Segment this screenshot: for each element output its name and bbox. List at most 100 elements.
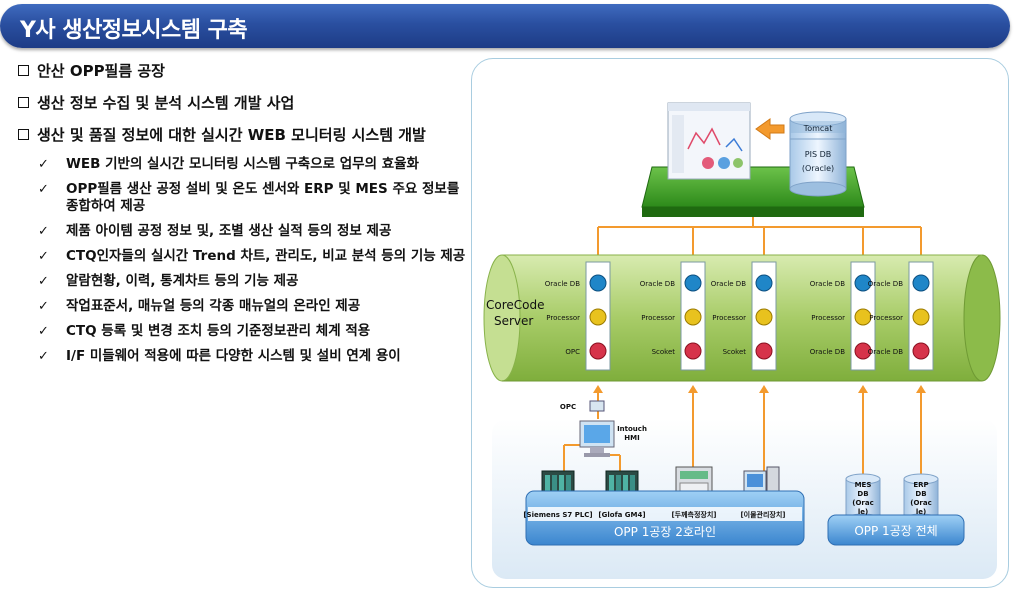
corecode-bus — [483, 254, 1001, 382]
opc-server-icon — [589, 400, 605, 412]
corecode-server-label: Server — [494, 314, 533, 328]
checkbox-bullet-icon — [18, 65, 29, 76]
check-icon: ✓ — [38, 224, 49, 239]
bullet-item: 생산 정보 수집 및 분석 시스템 개발 사업 — [18, 94, 468, 112]
check-item: ✓ I/F 미들웨어 적용에 따른 다양한 시스템 및 설비 연계 용이 — [38, 348, 468, 365]
module-3-row1: Oracle DB — [711, 280, 746, 288]
module-5-row3: Oracle DB — [868, 348, 903, 356]
pis-db-label: PIS DB — [805, 150, 831, 159]
tomcat-label: Tomcat — [803, 124, 833, 133]
check-icon: ✓ — [38, 182, 49, 197]
module-5: Oracle DB Processor Oracle DB — [868, 261, 934, 371]
processor-icon — [854, 308, 872, 326]
page-title: Y사 생산정보시스템 구축 — [20, 18, 248, 43]
module-4-row1: Oracle DB — [810, 280, 845, 288]
check-text: CTQ 등록 및 변경 조치 등의 기준정보관리 체계 적용 — [66, 323, 371, 339]
bullet-item: 생산 및 품질 정보에 대한 실시간 WEB 모니터링 시스템 개발 — [18, 126, 468, 144]
module-1: Oracle DB Processor OPC — [545, 261, 611, 371]
oracle-db-icon — [755, 274, 773, 292]
oracle-db-icon — [684, 274, 702, 292]
check-icon: ✓ — [38, 299, 49, 314]
module-1-row2: Processor — [546, 314, 580, 322]
module-2-row1: Oracle DB — [640, 280, 675, 288]
check-text: I/F 미들웨어 적용에 따른 다양한 시스템 및 설비 연계 용이 — [66, 348, 401, 364]
mes-db-label-1: MES — [855, 481, 872, 489]
processor-icon — [589, 308, 607, 326]
module-5-row1: Oracle DB — [868, 280, 903, 288]
processor-icon — [755, 308, 773, 326]
plant-base-platform — [827, 514, 965, 546]
device-label-siemens: [Siemens S7 PLC] — [523, 511, 592, 519]
bullet-text: 안산 OPP필름 공장 — [37, 62, 165, 80]
checkbox-bullet-icon — [18, 129, 29, 140]
oracle-db-icon — [912, 274, 930, 292]
module-2: Oracle DB Processor Scoket — [640, 261, 706, 371]
device-label-foreign: [이물관리장치] — [740, 510, 785, 519]
processor-icon — [912, 308, 930, 326]
check-text: OPP필름 생산 공정 설비 및 온도 센서와 ERP 및 MES 주요 정보를… — [66, 181, 460, 214]
check-item: ✓ WEB 기반의 실시간 모니터링 시스템 구축으로 업무의 효율화 — [38, 156, 468, 173]
check-item: ✓ CTQ 등록 및 변경 조치 등의 기준정보관리 체계 적용 — [38, 323, 468, 340]
connector-icon — [684, 342, 702, 360]
connector-icon — [912, 342, 930, 360]
connector-icon — [854, 342, 872, 360]
check-icon: ✓ — [38, 249, 49, 264]
pis-db-cylinder — [789, 111, 847, 197]
module-1-row3: OPC — [565, 348, 580, 356]
module-4: Oracle DB Processor Oracle DB — [810, 261, 876, 371]
erp-db-label-1: ERP — [913, 481, 928, 489]
oracle-db-icon — [854, 274, 872, 292]
bullet-text: 생산 및 품질 정보에 대한 실시간 WEB 모니터링 시스템 개발 — [37, 126, 426, 144]
module-3: Oracle DB Processor Scoket — [711, 261, 777, 371]
connector-icon — [589, 342, 607, 360]
module-5-row2: Processor — [869, 314, 903, 322]
mes-db-label-3: (Orac — [852, 499, 873, 507]
device-label-thickness: [두께측정장치] — [671, 510, 716, 519]
bullet-text: 생산 정보 수집 및 분석 시스템 개발 사업 — [37, 94, 295, 112]
oracle-db-icon — [589, 274, 607, 292]
erp-db-label-2: DB — [915, 490, 926, 498]
check-item: ✓알람현황, 이력, 통계차트 등의 기능 제공 — [38, 273, 468, 290]
architecture-svg: Tomcat PIS DB (Oracle) — [483, 102, 1001, 579]
check-text: 작업표준서, 매뉴얼 등의 각종 매뉴얼의 온라인 제공 — [66, 298, 361, 314]
check-icon: ✓ — [38, 157, 49, 172]
pis-db-oracle-label: (Oracle) — [802, 164, 834, 173]
hmi-label-2: HMI — [624, 434, 639, 442]
web-monitor-screenshot — [667, 102, 751, 180]
module-2-row3: Scoket — [652, 348, 676, 356]
title-bar: Y사 생산정보시스템 구축 — [0, 4, 1010, 48]
checkbox-bullet-icon — [18, 97, 29, 108]
check-icon: ✓ — [38, 324, 49, 339]
hmi-label: Intouch — [617, 425, 647, 433]
bottom-arrowheads — [593, 385, 926, 393]
module-1-row1: Oracle DB — [545, 280, 580, 288]
plant-base-label: OPP 1공장 전체 — [854, 524, 937, 538]
check-text: 알람현황, 이력, 통계차트 등의 기능 제공 — [66, 273, 299, 289]
line-base-label: OPP 1공장 2호라인 — [614, 525, 716, 539]
connector-icon — [755, 342, 773, 360]
check-text: WEB 기반의 실시간 모니터링 시스템 구축으로 업무의 효율화 — [66, 156, 419, 172]
hmi-monitor-icon — [579, 420, 615, 457]
bullet-item: 안산 OPP필름 공장 — [18, 62, 468, 80]
server-platform-edge — [642, 207, 864, 217]
opc-label: OPC — [560, 403, 576, 411]
device-label-glofa: [Glofa GM4] — [598, 511, 645, 519]
module-3-row2: Processor — [712, 314, 746, 322]
line-base-platform — [525, 490, 805, 546]
check-item: ✓ 작업표준서, 매뉴얼 등의 각종 매뉴얼의 온라인 제공 — [38, 298, 468, 315]
check-list: ✓ WEB 기반의 실시간 모니터링 시스템 구축으로 업무의 효율화 ✓ OPP필… — [38, 156, 468, 365]
check-text: CTQ인자들의 실시간 Trend 차트, 관리도, 비교 분석 등의 기능 제… — [66, 248, 466, 264]
check-item: ✓ CTQ인자들의 실시간 Trend 차트, 관리도, 비교 분석 등의 기능 … — [38, 248, 468, 265]
module-2-row2: Processor — [641, 314, 675, 322]
corecode-label: CoreCode — [486, 298, 545, 312]
module-4-row3: Oracle DB — [810, 348, 845, 356]
arrow-left-icon — [755, 118, 785, 140]
architecture-diagram: Tomcat PIS DB (Oracle) — [471, 58, 1009, 588]
mes-db-label-4: le) — [858, 508, 868, 516]
erp-db-label-3: (Orac — [910, 499, 931, 507]
check-icon: ✓ — [38, 349, 49, 364]
module-4-row2: Processor — [811, 314, 845, 322]
erp-db-label-4: le) — [916, 508, 926, 516]
content-left: 안산 OPP필름 공장 생산 정보 수집 및 분석 시스템 개발 사업 생산 및… — [18, 62, 468, 373]
